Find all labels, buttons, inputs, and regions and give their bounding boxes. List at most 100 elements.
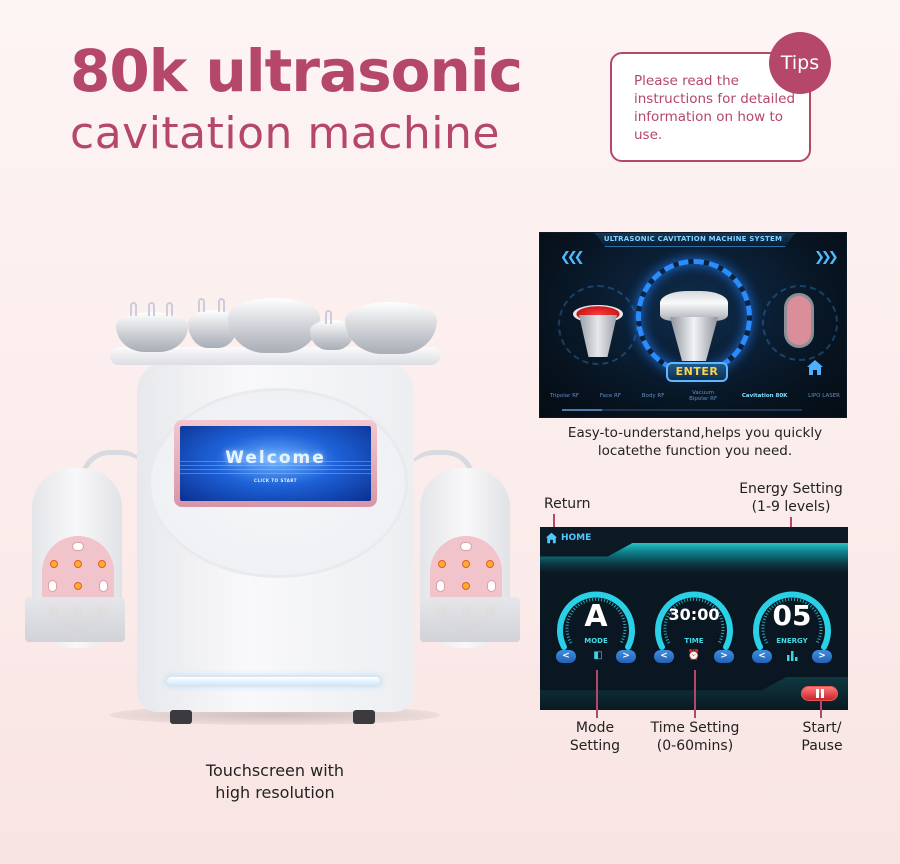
home-icon [545,532,558,544]
time-value: 30:00 [668,605,720,624]
page-title-line2: cavitation machine [70,108,500,159]
annotation-line: Pause [801,738,843,754]
leader-line [596,670,598,718]
probe-pin [130,302,137,316]
caption-line: high resolution [215,783,335,802]
home-button[interactable]: HOME [545,532,591,544]
mode-prev-button[interactable]: < [556,650,576,663]
gauge-arc [655,591,733,650]
pause-icon [820,689,824,698]
red-led [74,582,82,590]
probe-cavitation [228,298,320,353]
energy-value: 05 [772,599,812,632]
annotation-line: Mode [575,720,615,736]
leader-line [553,514,555,530]
touchscreen[interactable]: Welcome CLICK TO START [180,426,371,501]
red-led [462,582,470,590]
mode-tripolar-rf[interactable]: Tripolar RF [550,393,580,399]
time-gauge: 30:00 TIME [652,577,736,661]
start-pause-button[interactable] [801,686,838,701]
time-annotation: Time Setting (0-60mins) [640,719,750,755]
white-led [487,580,496,592]
control-screen: HOME A MODE < ◧ > 30:00 TIME < ⏰ > 05 EN… [540,527,848,710]
start-pause-annotation: Start/ Pause [792,719,852,755]
page-title-line1: 80k ultrasonic [70,37,523,105]
energy-label: ENERGY [776,637,808,645]
red-led [462,560,470,568]
red-led [74,560,82,568]
probe-pin [325,310,332,324]
tripolar-probe-image[interactable] [573,305,623,360]
annotation-line: Time Setting [650,720,740,736]
touchscreen-frame: Welcome CLICK TO START [174,420,377,507]
bar-chart-icon [787,651,798,661]
time-prev-button[interactable]: < [654,650,674,663]
annotation-line: (0-60mins) [656,738,734,754]
time-next-button[interactable]: > [714,650,734,663]
tips-badge: Tips [769,32,831,94]
probe-pin [198,298,205,312]
home-label: HOME [561,533,592,543]
red-led [98,560,106,568]
leader-line [820,700,822,718]
white-led [436,580,445,592]
time-label: TIME [684,637,704,645]
touchscreen-caption: Touchscreen with high resolution [150,760,400,804]
gauge-arc [557,591,635,650]
mode-face-rf[interactable]: Face RF [599,393,621,399]
caption-line: Easy-to-understand,helps you quickly [567,425,823,441]
mode-list: Tripolar RF Face RF Body RF Vacuum Bipol… [550,386,840,406]
light-bar [165,675,382,687]
double-chevron-left-icon[interactable]: ❮❮❮ [560,250,585,265]
caption-line: Touchscreen with [205,761,345,780]
annotation-line: Start/ [802,720,842,736]
foot-left [170,710,192,724]
mode-lipo-laser[interactable]: LIPO LASER [808,393,840,399]
mode-vacuum-bipolar-rf[interactable]: Vacuum Bipolar RF [689,390,718,402]
return-annotation: Return [544,496,591,512]
white-led [48,580,57,592]
leader-line [694,670,696,718]
mode-scrollbar[interactable] [562,409,802,411]
welcome-text: Welcome [225,448,326,468]
mode-gauge: A MODE [554,577,638,661]
energy-gauge: 05 ENERGY [750,577,834,661]
energy-prev-button[interactable]: < [752,650,772,663]
mode-body-rf[interactable]: Body RF [641,393,665,399]
probe-ring-right [762,285,838,361]
mode-value: A [584,599,608,634]
tips-text: Please read the instructions for detaile… [634,73,796,143]
probe-vacuum [345,302,437,354]
alarm-clock-icon: ⏰ [687,650,701,661]
annotation-line: Energy Setting [739,481,843,497]
annotation-line: Setting [569,738,621,754]
red-led [50,560,58,568]
probe-pin [166,302,173,316]
menu-screen: ULTRASONIC CAVITATION MACHINE SYSTEM ❮❮❮… [539,232,847,418]
red-led [486,560,494,568]
mode-scrollbar-thumb[interactable] [562,409,602,411]
product-image: Welcome CLICK TO START [20,290,530,730]
mode-annotation: Mode Setting [560,719,630,755]
mode-label: MODE [584,637,608,645]
white-led [99,580,108,592]
cavitation-probe-image[interactable] [656,291,732,361]
menu-caption: Easy-to-understand,helps you quickly loc… [535,424,855,460]
double-chevron-right-icon[interactable]: ❯❯❯ [814,250,839,265]
home-icon[interactable] [806,359,824,376]
foot-right [353,710,375,724]
mode-next-button[interactable]: > [616,650,636,663]
white-led [460,542,472,551]
lipo-laser-pad-image[interactable] [784,293,814,348]
mode-icon: ◧ [593,650,603,661]
enter-button[interactable]: ENTER [666,362,728,382]
probe-shelf [110,347,440,365]
click-to-start-text: CLICK TO START [254,478,297,483]
pad-tray-left [25,597,125,642]
annotation-line: (1-9 levels) [751,499,831,515]
gauge-arc [753,591,831,650]
energy-next-button[interactable]: > [812,650,832,663]
caption-line: locatethe function you need. [597,443,793,459]
mode-cavitation-80k[interactable]: Cavitation 80K [741,393,788,399]
header-band [540,543,848,573]
